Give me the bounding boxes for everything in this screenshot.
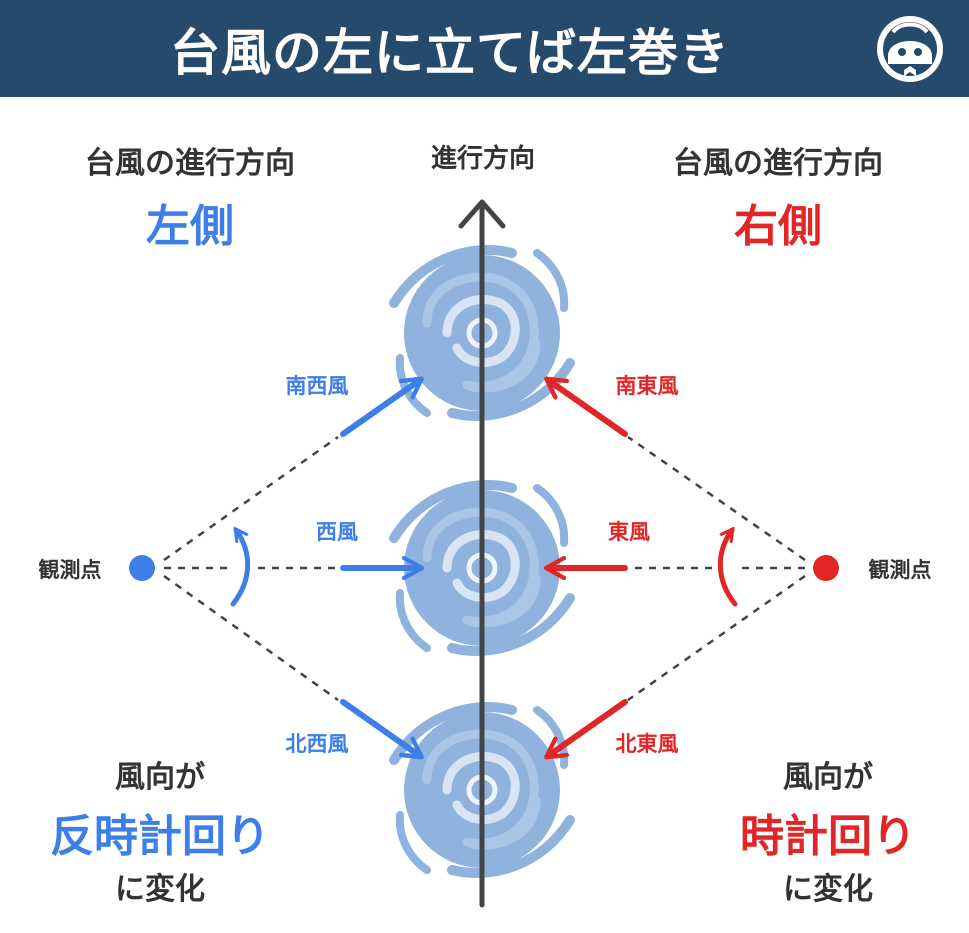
clockwise-rotation-icon: [717, 530, 738, 607]
mascot-logo-icon: [877, 16, 943, 82]
left-wind-label-top: 南西風: [285, 374, 349, 398]
direction-arrow: [458, 199, 506, 908]
left-summary-main: 反時計回り: [50, 811, 270, 862]
right-summary-bottom: に変化: [783, 872, 873, 907]
right-heading: 台風の進行方向: [673, 146, 883, 181]
left-sight-lines: [163, 435, 339, 702]
right-wind-label-middle: 東風: [608, 520, 650, 544]
left-wind-label-bottom: 北西風: [285, 732, 349, 756]
right-observer-label: 観測点: [868, 558, 932, 582]
left-summary-top: 風向が: [115, 760, 205, 795]
right-wind-label-top: 南東風: [615, 374, 679, 398]
right-side-label: 右側: [734, 201, 822, 252]
right-wind-label-bottom: 北東風: [615, 732, 679, 756]
right-wind-arrows: [548, 380, 628, 756]
observation-point-icon: [129, 555, 155, 581]
right-summary-main: 時計回り: [740, 811, 916, 862]
left-side-label: 左側: [146, 201, 234, 252]
observation-point-icon: [813, 555, 839, 581]
page-title: 台風の左に立てば左巻き: [170, 23, 730, 82]
left-wind-label-middle: 西風: [316, 520, 358, 544]
header-bar: 台風の左に立てば左巻き: [0, 0, 969, 97]
left-heading: 台風の進行方向: [85, 146, 295, 181]
left-wind-arrows: [340, 380, 420, 756]
direction-label: 進行方向: [430, 144, 535, 174]
right-summary-top: 風向が: [783, 760, 873, 795]
counterclockwise-rotation-icon: [230, 530, 251, 607]
left-summary-bottom: に変化: [115, 872, 205, 907]
left-observer-label: 観測点: [38, 558, 102, 582]
right-sight-lines: [627, 435, 806, 702]
